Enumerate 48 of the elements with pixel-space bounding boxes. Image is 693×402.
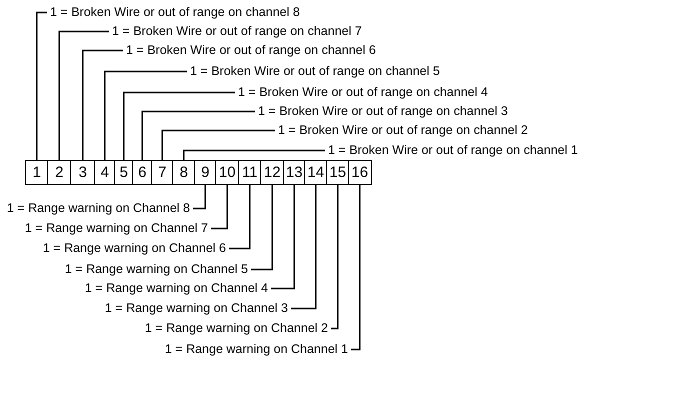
leader-line: [331, 185, 338, 330]
bit-cell: 12: [260, 160, 284, 185]
leader-line: [123, 92, 235, 160]
bit-cell: 10: [215, 160, 240, 185]
bit-description: 1 = Broken Wire or out of range on channel 8: [50, 5, 300, 20]
bit-description: 1 = Range warning on Channel 6: [42, 241, 226, 256]
leader-line: [351, 185, 360, 350]
leader-line: [251, 185, 273, 270]
bit-cell: 9: [194, 160, 216, 185]
bit-cell: 3: [70, 160, 96, 185]
bit-cell: 11: [238, 160, 262, 185]
bit-cell: 4: [94, 160, 116, 185]
bit-cell: 8: [172, 160, 196, 185]
bit-cell: 14: [304, 160, 328, 185]
bit-cell: 16: [348, 160, 372, 185]
bit-cell: 6: [132, 160, 152, 185]
bit-description: 1 = Range warning on Channel 2: [144, 321, 328, 336]
leader-line: [104, 70, 187, 160]
bit-description: 1 = Broken Wire or out of range on channel 7: [112, 24, 362, 39]
bit-description: 1 = Range warning on Channel 7: [24, 221, 208, 236]
bit-cell: 5: [114, 160, 134, 185]
bit-description: 1 = Broken Wire or out of range on channel 4: [238, 85, 488, 100]
bit-description: 1 = Broken Wire or out of range on channel 1: [328, 143, 578, 158]
leader-line: [82, 50, 123, 160]
bit-cell: 7: [151, 160, 174, 185]
bit-cell: 1: [25, 160, 48, 185]
bit-cell: 13: [283, 160, 306, 185]
bit-cell: 2: [47, 160, 72, 185]
bit-description: 1 = Range warning on Channel 8: [6, 201, 190, 216]
bit-description: 1 = Broken Wire or out of range on channel 3: [258, 104, 508, 119]
bit-description: 1 = Broken Wire or out of range on channel 5: [190, 64, 440, 79]
bit-cell: 15: [326, 160, 350, 185]
leader-line: [211, 185, 228, 230]
leader-line: [229, 185, 250, 250]
leader-line: [193, 185, 206, 210]
bit-description: 1 = Range warning on Channel 3: [104, 301, 288, 316]
leader-line: [58, 30, 109, 160]
bit-description: 1 = Broken Wire or out of range on channel 6: [126, 43, 376, 58]
bit-description: 1 = Range warning on Channel 1: [164, 342, 348, 357]
leader-line: [291, 185, 316, 310]
bit-description: 1 = Range warning on Channel 5: [64, 262, 248, 277]
leader-line: [36, 12, 47, 160]
leader-line: [162, 130, 275, 160]
leader-line: [183, 150, 325, 160]
bit-description: 1 = Broken Wire or out of range on channel 2: [278, 123, 528, 138]
leader-line: [142, 110, 255, 160]
leader-line: [271, 185, 295, 290]
bit-description: 1 = Range warning on Channel 4: [84, 281, 268, 296]
